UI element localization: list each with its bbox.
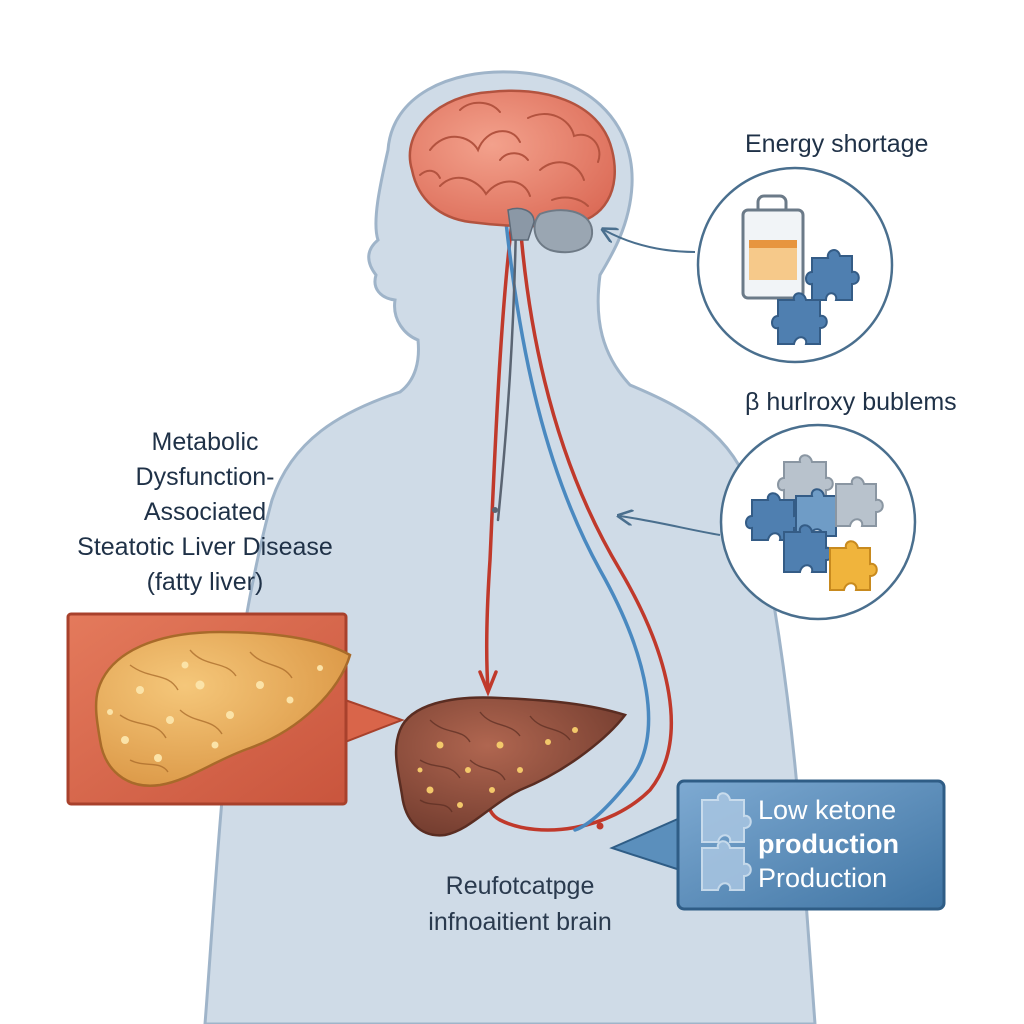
bhb-circle [719, 423, 917, 621]
fatty-liver-icon [94, 630, 352, 787]
low-ketone-text: Low ketone production Production [758, 793, 938, 895]
fatty-liver-callout [66, 612, 405, 806]
body-silhouette [203, 70, 817, 1024]
mafld-line-2: Dysfunction- [135, 463, 275, 491]
mafld-line-1: Metabolic [151, 428, 259, 456]
low-ketone-line-3: Production [758, 863, 888, 893]
artery-right [485, 220, 674, 832]
bottom-caption: Reufotcatpge infnoaitient brain [400, 868, 640, 940]
puzzle-piece-icon [701, 792, 752, 891]
mafld-line-3: Associated [143, 498, 267, 526]
arrow-energy-to-brain [604, 230, 696, 253]
energy-shortage-label: Energy shortage [745, 130, 929, 158]
low-ketone-line-2: production [758, 829, 899, 859]
artery-left [484, 220, 514, 692]
puzzle-piece-icon [745, 454, 884, 591]
arrow-bhb-to-body [620, 516, 721, 536]
bottom-caption-line-2: infnoaitient brain [428, 908, 612, 936]
vessel-center [496, 220, 518, 522]
brainstem [507, 207, 535, 241]
mafld-line-4: Steatotic Liver Disease [77, 533, 333, 561]
liver-icon [394, 696, 628, 837]
brain-icon [408, 89, 616, 254]
bottom-caption-line-1: Reufotcatpge [445, 872, 595, 900]
energy-shortage-circle [696, 166, 894, 364]
blood-vessels [478, 220, 674, 832]
fuel-canister-icon [741, 194, 805, 300]
artery-left-arrow [478, 670, 498, 697]
mafld-line-5: (fatty liver) [146, 568, 264, 596]
low-ketone-callout [609, 779, 946, 911]
puzzle-piece-icon [771, 249, 860, 345]
vein-right [504, 220, 651, 832]
low-ketone-line-1: Low ketone [758, 795, 897, 825]
bhb-label: β hurlroxy bublems [745, 388, 957, 416]
cerebellum [533, 209, 594, 254]
mafld-label: Metabolic Dysfunction- Associated Steato… [40, 425, 370, 600]
